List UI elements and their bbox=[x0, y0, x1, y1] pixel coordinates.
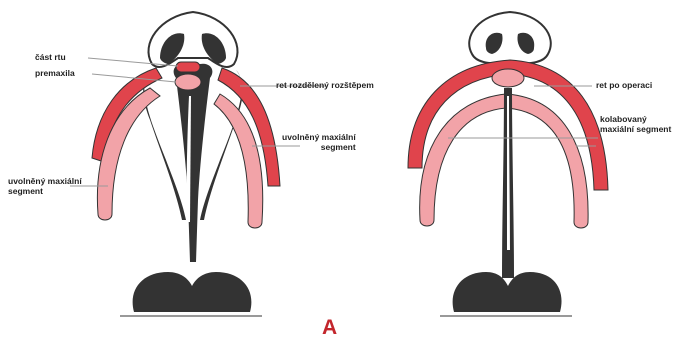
label-lip-after-surgery: ret po operaci bbox=[596, 80, 652, 90]
label-released-segment-left: uvolněný maxiální segment bbox=[8, 176, 82, 196]
right-panel bbox=[408, 12, 608, 316]
left-panel bbox=[70, 12, 326, 316]
left-vomer bbox=[174, 64, 213, 262]
left-base bbox=[133, 272, 252, 312]
label-collapsed-segment: kolabovaný maxiální segment bbox=[600, 114, 671, 134]
label-released-segment-right: uvolněný maxiální segment bbox=[282, 132, 356, 152]
left-lip-part bbox=[176, 62, 200, 72]
label-premaxilla: premaxila bbox=[35, 68, 75, 78]
figure-letter: A bbox=[322, 316, 337, 340]
label-lip-part: část rtu bbox=[35, 52, 66, 62]
right-nose bbox=[469, 12, 551, 64]
right-premaxilla bbox=[492, 69, 524, 87]
left-premaxilla bbox=[175, 74, 201, 90]
label-cleft-lip: ret rozdělený rozštěpem bbox=[276, 80, 374, 90]
